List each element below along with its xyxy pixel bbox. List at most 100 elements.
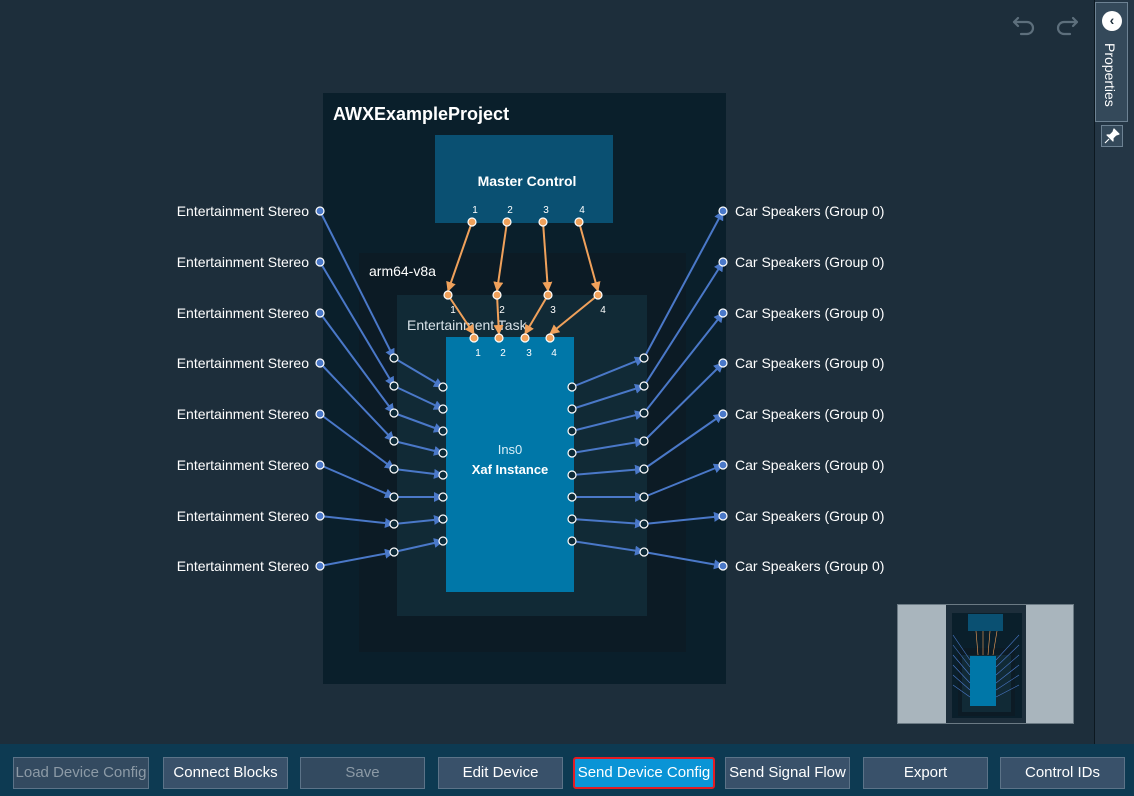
output-label: Car Speakers (Group 0) [735, 558, 884, 574]
master-control-pin[interactable] [538, 217, 548, 227]
output-label: Car Speakers (Group 0) [735, 305, 884, 321]
instance-output-pin[interactable] [567, 514, 577, 524]
instance-output-pin[interactable] [567, 404, 577, 414]
master-control-block[interactable] [435, 135, 613, 223]
instance-output-pin[interactable] [567, 448, 577, 458]
output-wire [571, 518, 645, 529]
instance-control-pin[interactable] [469, 333, 479, 343]
task-output-pin[interactable] [639, 519, 649, 529]
control-wire [542, 221, 553, 292]
undo-icon[interactable] [1009, 8, 1039, 38]
device-pin-label: 1 [450, 305, 456, 316]
input-pin[interactable] [315, 460, 325, 470]
task-output-pin[interactable] [639, 464, 649, 474]
chevron-left-icon[interactable]: ‹ [1102, 11, 1122, 31]
control-wire [524, 294, 549, 335]
instance-output-pin[interactable] [567, 426, 577, 436]
instance-input-pin[interactable] [438, 448, 448, 458]
input-pin[interactable] [315, 561, 325, 571]
load-device-config-button[interactable]: Load Device Config [13, 757, 149, 789]
task-input-pin[interactable] [389, 436, 399, 446]
instance-input-pin[interactable] [438, 492, 448, 502]
instance-output-pin[interactable] [567, 536, 577, 546]
export-button[interactable]: Export [863, 757, 988, 789]
device-control-pin[interactable] [492, 290, 502, 300]
input-pin[interactable] [315, 308, 325, 318]
task-output-pin[interactable] [639, 492, 649, 502]
output-label: Car Speakers (Group 0) [735, 508, 884, 524]
control-ids-button[interactable]: Control IDs [1000, 757, 1125, 789]
task-input-pin[interactable] [389, 353, 399, 363]
instance-input-pin[interactable] [438, 382, 448, 392]
input-label: Entertainment Stereo [177, 305, 310, 321]
output-pin[interactable] [718, 358, 728, 368]
task-input-pin[interactable] [389, 519, 399, 529]
connect-blocks-button[interactable]: Connect Blocks [163, 757, 288, 789]
task-output-pin[interactable] [639, 408, 649, 418]
task-input-pin[interactable] [389, 408, 399, 418]
output-wire [643, 210, 724, 359]
input-pin[interactable] [315, 409, 325, 419]
output-pin[interactable] [718, 257, 728, 267]
output-label: Car Speakers (Group 0) [735, 406, 884, 422]
instance-pin-label: 4 [551, 348, 557, 359]
input-pin[interactable] [315, 257, 325, 267]
task-output-pin[interactable] [639, 353, 649, 363]
input-pin[interactable] [315, 206, 325, 216]
instance-control-pin[interactable] [520, 333, 530, 343]
input-wire [319, 210, 395, 359]
input-wire [319, 413, 395, 470]
output-wire [571, 540, 645, 556]
pin-icon[interactable] [1101, 125, 1123, 147]
xaf-instance-block[interactable] [446, 337, 574, 592]
task-output-pin[interactable] [639, 547, 649, 557]
master-control-pin[interactable] [502, 217, 512, 227]
instance-input-pin[interactable] [438, 514, 448, 524]
output-pin[interactable] [718, 460, 728, 470]
device-pin-label: 3 [550, 305, 556, 316]
output-pin[interactable] [718, 308, 728, 318]
edit-device-button[interactable]: Edit Device [438, 757, 563, 789]
device-control-pin[interactable] [543, 290, 553, 300]
input-wire [393, 538, 444, 553]
instance-output-pin[interactable] [567, 492, 577, 502]
master-control-pin[interactable] [574, 217, 584, 227]
output-pin[interactable] [718, 561, 728, 571]
save-button[interactable]: Save [300, 757, 425, 789]
input-wire [319, 515, 395, 529]
instance-control-pin[interactable] [545, 333, 555, 343]
minimap[interactable] [897, 604, 1074, 724]
output-pin[interactable] [718, 511, 728, 521]
output-wire [571, 356, 645, 388]
task-output-pin[interactable] [639, 381, 649, 391]
input-pin[interactable] [315, 511, 325, 521]
master-control-pin[interactable] [467, 217, 477, 227]
output-pin[interactable] [718, 206, 728, 216]
device-control-pin[interactable] [593, 290, 603, 300]
instance-input-pin[interactable] [438, 536, 448, 546]
properties-tab[interactable]: ‹ Properties [1095, 2, 1128, 122]
output-wire [643, 413, 724, 470]
device-control-pin[interactable] [443, 290, 453, 300]
task-output-pin[interactable] [639, 436, 649, 446]
instance-output-pin[interactable] [567, 382, 577, 392]
signal-flow-canvas[interactable]: AWXExampleProject arm64-v8a Entertainmen… [0, 0, 1094, 744]
task-input-pin[interactable] [389, 547, 399, 557]
input-pin[interactable] [315, 358, 325, 368]
output-pin[interactable] [718, 409, 728, 419]
project-title: AWXExampleProject [333, 104, 509, 124]
task-input-pin[interactable] [389, 492, 399, 502]
send-device-config-button[interactable]: Send Device Config [573, 757, 715, 789]
instance-input-pin[interactable] [438, 470, 448, 480]
instance-output-pin[interactable] [567, 470, 577, 480]
instance-input-pin[interactable] [438, 426, 448, 436]
output-label: Car Speakers (Group 0) [735, 203, 884, 219]
task-input-pin[interactable] [389, 464, 399, 474]
instance-control-pin[interactable] [494, 333, 504, 343]
send-signal-flow-button[interactable]: Send Signal Flow [725, 757, 850, 789]
task-input-pin[interactable] [389, 381, 399, 391]
redo-icon[interactable] [1052, 8, 1082, 38]
master-pin-label: 2 [507, 205, 513, 216]
master-pin-label: 3 [543, 205, 549, 216]
instance-input-pin[interactable] [438, 404, 448, 414]
